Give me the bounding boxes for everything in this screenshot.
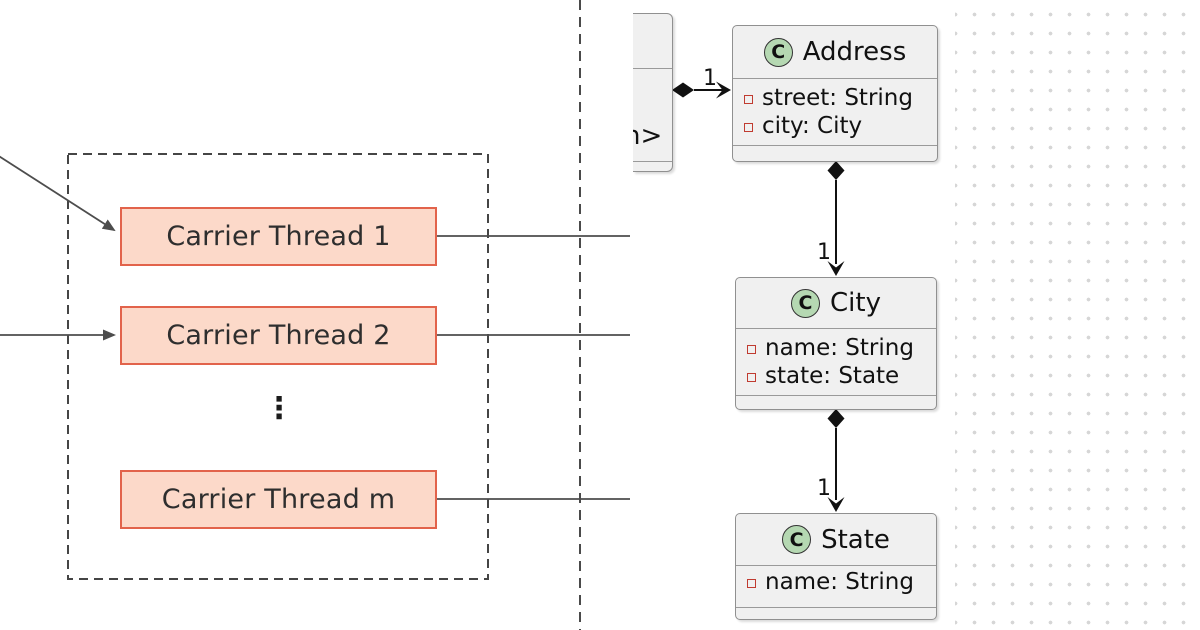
partial-class-body: n> xyxy=(633,69,672,161)
attribute-text: city: City xyxy=(762,113,863,139)
carrier-thread-2-label: Carrier Thread 2 xyxy=(166,320,391,351)
private-field-icon xyxy=(747,578,756,588)
class-methods-empty xyxy=(736,607,936,619)
class-box-state: C State name: String xyxy=(735,513,937,620)
thread-group-dashed-border xyxy=(67,153,489,580)
class-name-state: State xyxy=(821,524,890,555)
class-attributes-address: street: String city: City xyxy=(733,79,937,145)
attribute-text: name: String xyxy=(765,569,914,595)
composition-diamond-partial-address xyxy=(672,82,694,98)
class-stereotype-icon: C xyxy=(782,525,812,554)
attribute-row: name: String xyxy=(736,334,936,362)
arrowhead-partial-address xyxy=(716,81,731,99)
class-header-state: C State xyxy=(736,514,936,566)
partial-class-visible-text: n> xyxy=(633,121,663,151)
class-header-city: C City xyxy=(736,278,936,329)
arrowhead-address-city xyxy=(827,261,845,276)
partial-class-box: n> xyxy=(633,13,673,172)
attribute-text: street: String xyxy=(762,85,913,111)
class-stereotype-icon: C xyxy=(791,288,821,318)
carrier-thread-1-box: Carrier Thread 1 xyxy=(120,207,437,266)
private-field-icon xyxy=(744,94,753,104)
arrowhead-city-state xyxy=(827,497,845,512)
class-attributes-city: name: String state: State xyxy=(736,329,936,395)
carrier-thread-1-label: Carrier Thread 1 xyxy=(166,221,391,252)
class-box-city: C City name: String state: State xyxy=(735,277,937,410)
private-field-icon xyxy=(744,122,753,132)
private-field-icon xyxy=(747,372,756,382)
partial-class-footer xyxy=(633,161,672,171)
attribute-row: street: String xyxy=(733,84,937,112)
class-name-address: Address xyxy=(802,37,907,67)
composition-diamond-address-city xyxy=(827,161,845,180)
attribute-row: city: City xyxy=(733,112,937,140)
attribute-row: state: State xyxy=(736,362,936,390)
dot-grid-background xyxy=(955,0,1200,630)
partial-class-header xyxy=(633,14,672,69)
attribute-row: name: String xyxy=(736,568,936,596)
multiplicity-label: 1 xyxy=(817,240,831,265)
multiplicity-label: 1 xyxy=(817,476,831,501)
attribute-text: name: String xyxy=(765,335,914,361)
multiplicity-label: 1 xyxy=(703,66,717,91)
threads-ellipsis: ⋮ xyxy=(264,391,294,426)
carrier-thread-m-box: Carrier Thread m xyxy=(120,470,437,529)
attribute-text: state: State xyxy=(765,363,900,389)
class-attributes-state: name: String xyxy=(736,566,936,607)
class-header-address: C Address xyxy=(733,26,937,79)
class-stereotype-icon: C xyxy=(763,37,793,67)
class-box-address: C Address street: String city: City xyxy=(732,25,938,162)
private-field-icon xyxy=(747,344,756,354)
class-methods-empty xyxy=(733,145,937,161)
class-name-city: City xyxy=(830,288,881,318)
composition-diamond-city-state xyxy=(827,409,845,428)
carrier-thread-2-box: Carrier Thread 2 xyxy=(120,306,437,365)
class-methods-empty xyxy=(736,395,936,409)
incoming-arrow-thread-1 xyxy=(0,155,116,232)
carrier-thread-m-label: Carrier Thread m xyxy=(161,484,396,515)
